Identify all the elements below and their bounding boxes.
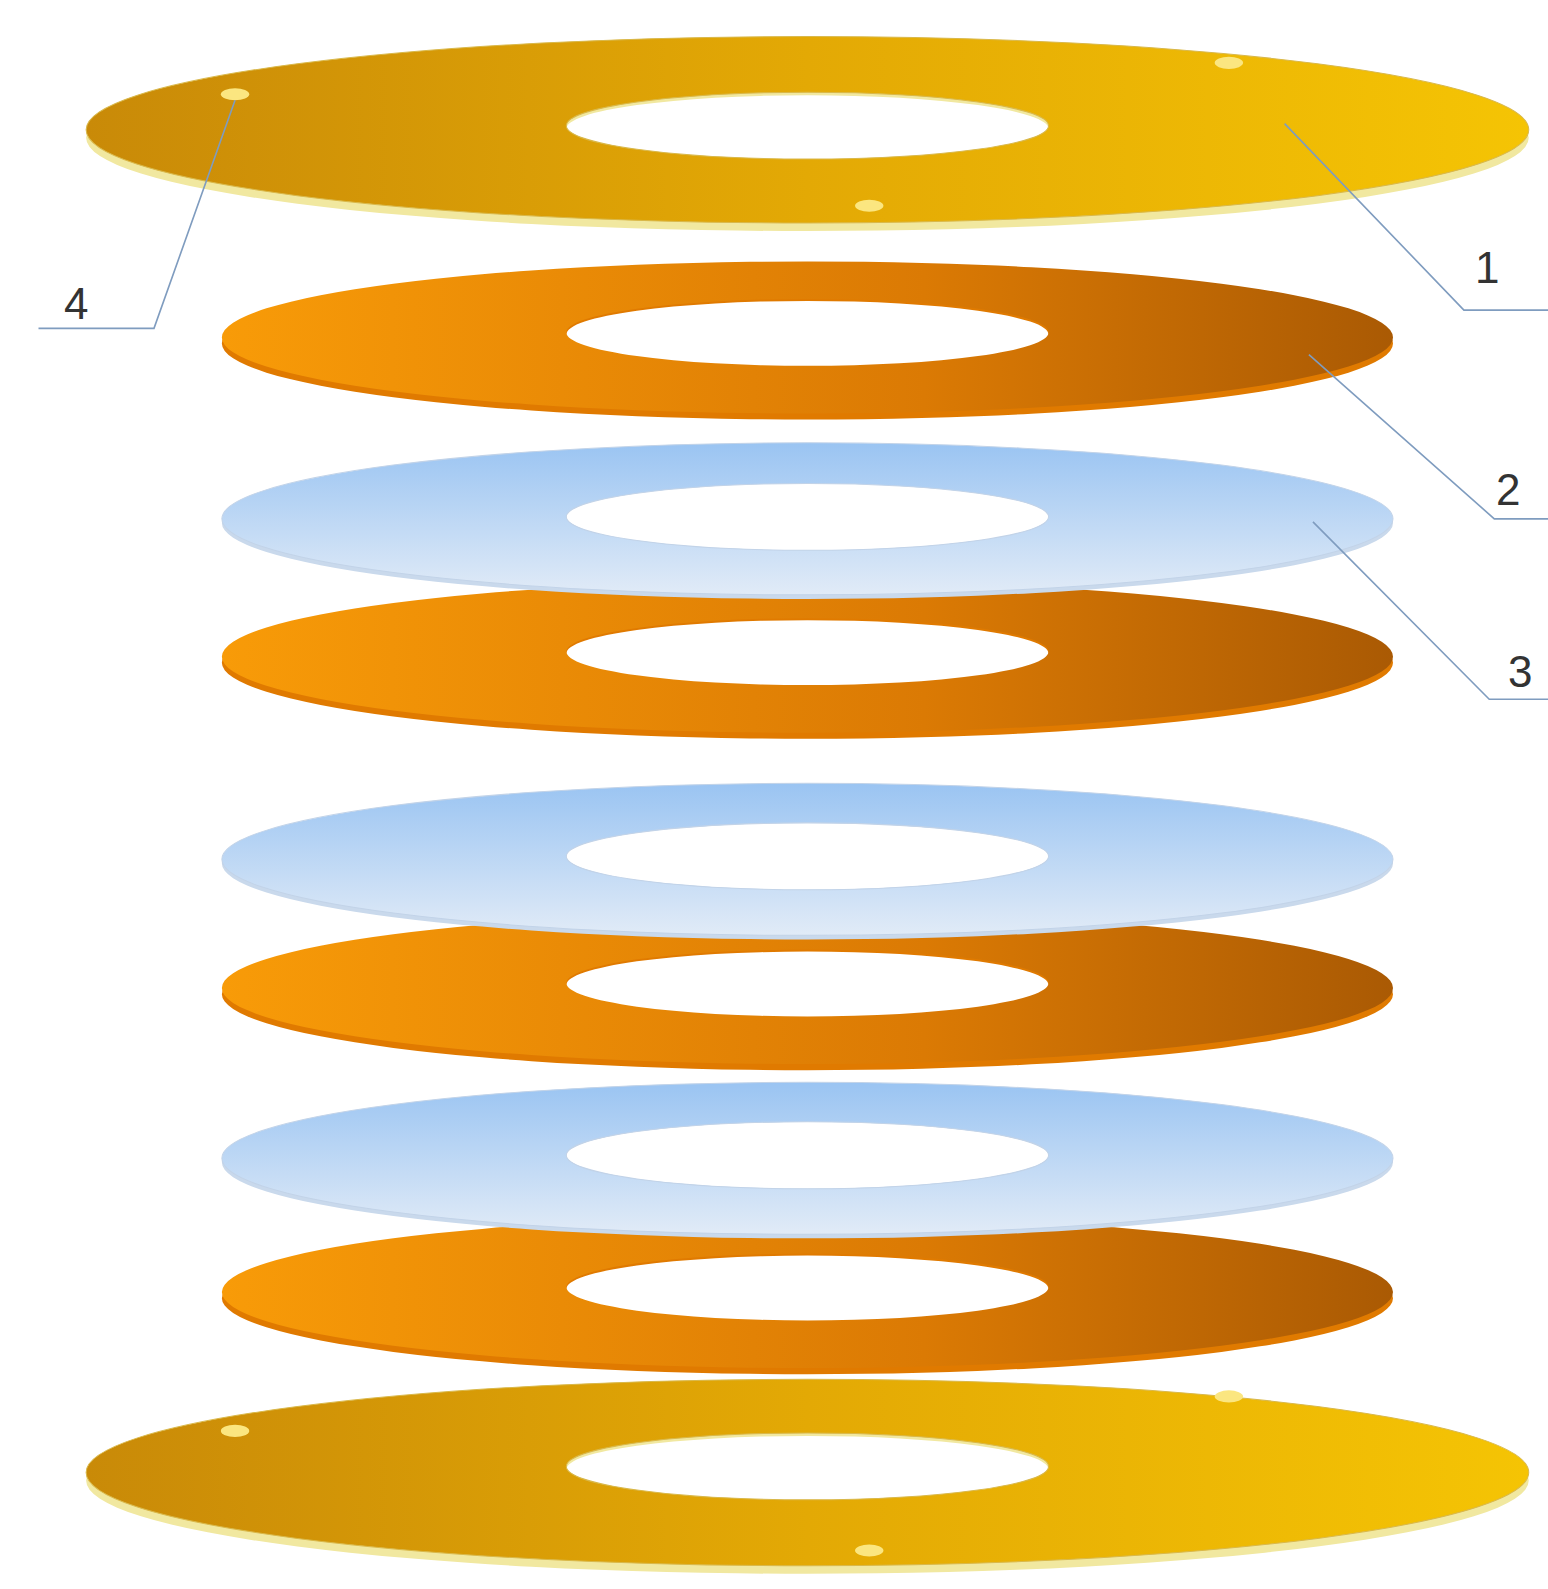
callout-number: 2 <box>1496 468 1520 512</box>
orange-ring <box>222 261 1393 419</box>
blue-ring <box>222 443 1393 599</box>
end-plate <box>86 36 1529 231</box>
orange-ring <box>222 581 1393 739</box>
callout-number: 1 <box>1475 246 1499 290</box>
blue-ring <box>222 1082 1393 1238</box>
blue-ring <box>222 783 1393 939</box>
callout-number: 4 <box>64 282 88 326</box>
leader-lines <box>38 100 1548 699</box>
orange-ring <box>222 1216 1393 1374</box>
end-plate <box>86 1379 1529 1574</box>
callout-number: 3 <box>1508 650 1532 694</box>
